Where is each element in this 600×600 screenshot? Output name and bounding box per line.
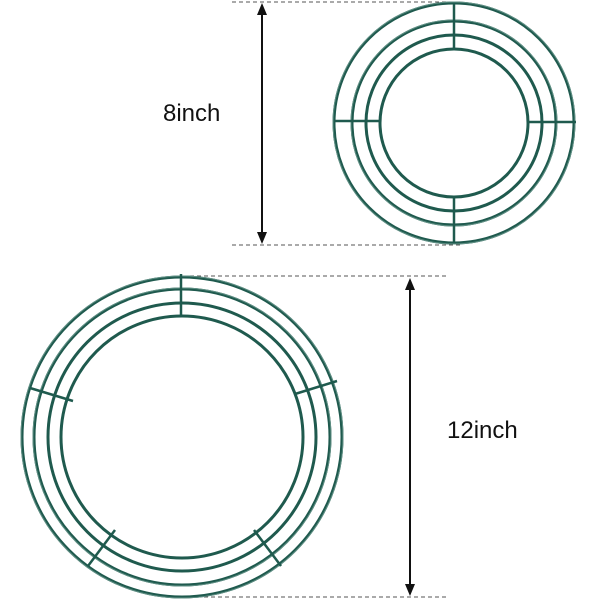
small-wire-wreath-frame [332, 1, 576, 245]
dimension-arrow-large [405, 278, 415, 596]
small-frame-cross-struts [334, 3, 576, 243]
dimension-guides [190, 1, 460, 598]
large-frame-cross-struts [29, 274, 338, 567]
small-ring-3 [364, 33, 544, 213]
dimension-label-12inch: 12inch [447, 417, 518, 444]
large-ring-3 [46, 301, 318, 573]
large-wire-wreath-frame [20, 274, 344, 599]
large-ring-2 [32, 287, 332, 587]
large-ring-inner [59, 314, 305, 560]
small-ring-inner [378, 47, 530, 199]
small-ring-2 [350, 19, 558, 227]
dimension-label-8inch: 8inch [163, 100, 221, 127]
dimension-arrow-small [257, 3, 267, 244]
large-ring-outer [20, 275, 344, 599]
